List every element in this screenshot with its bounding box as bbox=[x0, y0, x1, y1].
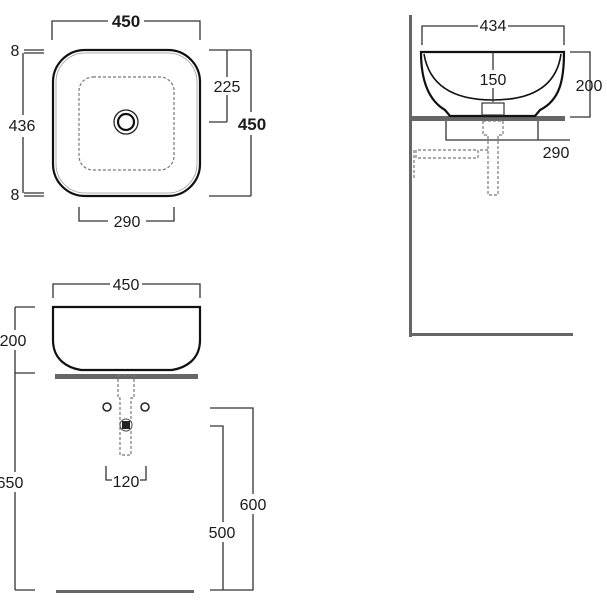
bowl-width-label: 290 bbox=[114, 214, 141, 231]
floor bbox=[409, 333, 573, 336]
top-to-floor-label: 650 bbox=[0, 475, 23, 492]
inner-depth-label: 436 bbox=[9, 118, 36, 135]
waste-height-label: 500 bbox=[209, 525, 236, 542]
waste-span-label: 290 bbox=[543, 145, 570, 162]
drain-offset-label: 225 bbox=[214, 79, 241, 96]
valves-height-label: 600 bbox=[240, 497, 267, 514]
front-width-label: 450 bbox=[113, 277, 140, 294]
valves-spacing-label: 120 bbox=[113, 474, 140, 491]
top-depth-label: 450 bbox=[238, 115, 266, 134]
countertop-front bbox=[55, 374, 198, 379]
top-width-label: 450 bbox=[112, 12, 140, 31]
countertop bbox=[412, 116, 565, 121]
rim-bottom-label: 8 bbox=[11, 187, 20, 204]
rim-top-label: 8 bbox=[11, 43, 20, 60]
basin-outline-top bbox=[51, 48, 202, 198]
floor-front bbox=[56, 590, 194, 593]
bowl-inner-outline bbox=[78, 76, 175, 171]
drain-icon bbox=[113, 109, 139, 135]
valve-right-icon bbox=[140, 402, 150, 412]
waste-outlet-icon bbox=[122, 421, 130, 429]
side-width-label: 434 bbox=[480, 18, 507, 35]
side-view: 434 150 200 290 bbox=[409, 15, 602, 337]
basin-front-profile bbox=[51, 305, 202, 372]
wall bbox=[409, 15, 412, 337]
inner-depth-side-label: 150 bbox=[480, 72, 507, 89]
front-height-label: 200 bbox=[0, 333, 26, 350]
valve-left-icon bbox=[102, 402, 112, 412]
side-height-label: 200 bbox=[576, 78, 603, 95]
front-view: 450 120 200 650 600 500 bbox=[0, 277, 266, 593]
top-view: 450 8 436 8 225 450 290 bbox=[9, 12, 267, 231]
basin-side-profile bbox=[419, 50, 566, 118]
